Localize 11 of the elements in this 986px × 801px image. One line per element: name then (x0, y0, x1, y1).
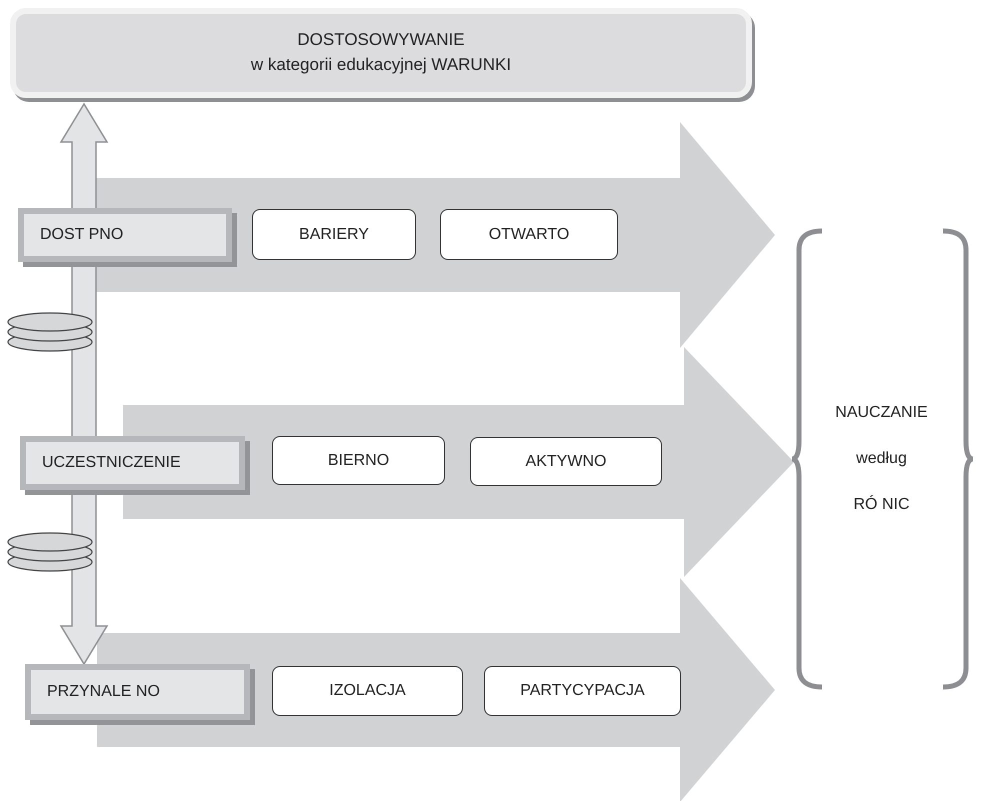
option-box: PARTYCYPACJA (484, 666, 681, 716)
option-box: BARIERY (252, 209, 416, 260)
option-box: BIERNO (272, 436, 445, 485)
option-box: IZOLACJA (272, 666, 463, 716)
option-box: OTWARTO (440, 209, 618, 260)
banner-text: w kategorii edukacyjnej WARUNKI (250, 54, 512, 76)
banner-text: DOSTOSOWYWANIE (297, 29, 465, 52)
brace-text: NAUCZANIE (835, 403, 928, 423)
brace-text: RÓ NIC (854, 494, 910, 515)
option-box: AKTYWNO (470, 437, 662, 486)
brace-text: według (856, 449, 907, 469)
